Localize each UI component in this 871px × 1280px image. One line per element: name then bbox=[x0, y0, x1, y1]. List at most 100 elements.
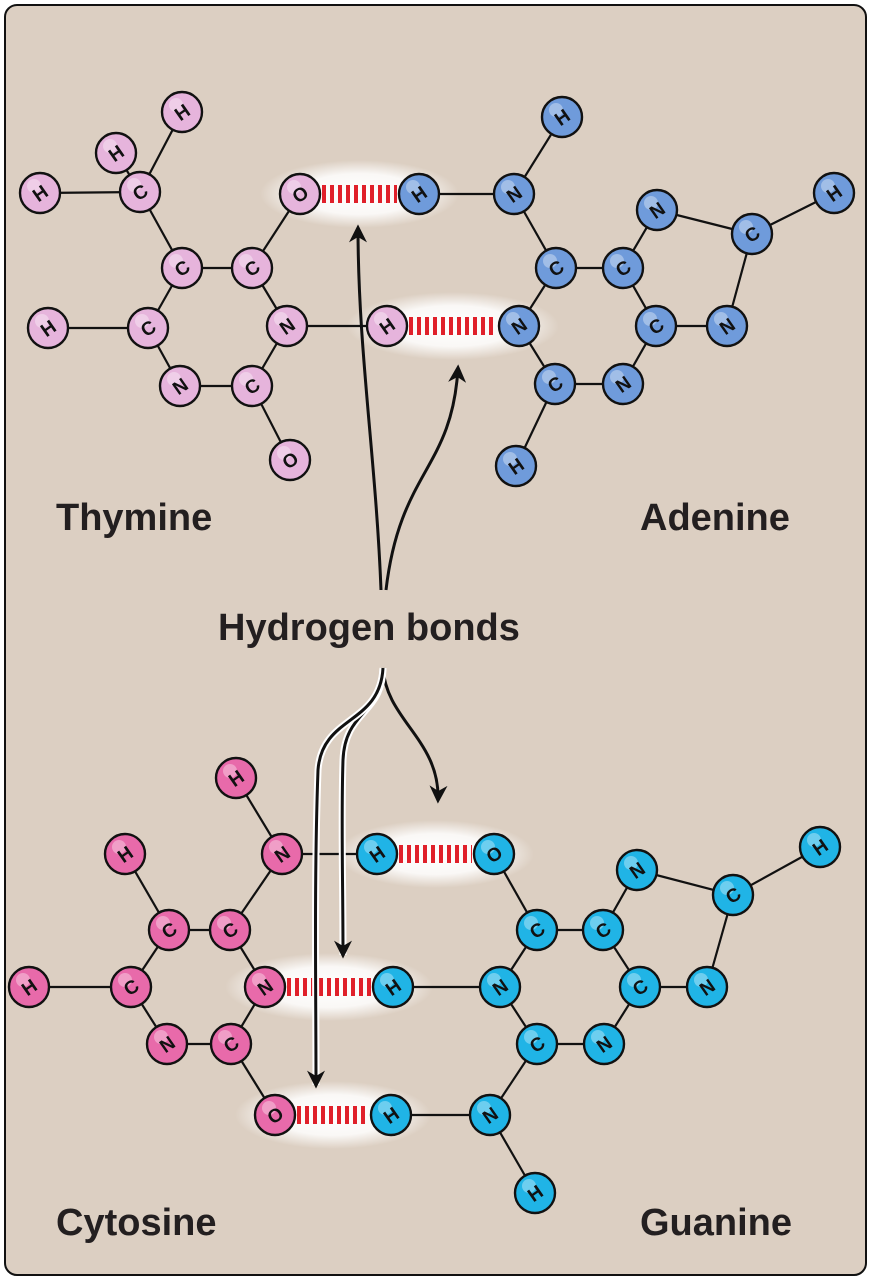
cytosine-label: Cytosine bbox=[56, 1202, 217, 1244]
atom-o: O bbox=[278, 172, 322, 216]
atom-circle bbox=[118, 170, 162, 214]
atom-highlight bbox=[503, 452, 517, 466]
atom-circle bbox=[214, 756, 258, 800]
atom-circle bbox=[158, 364, 202, 408]
atom-c: C bbox=[230, 246, 274, 290]
atom-circle bbox=[618, 965, 662, 1009]
atom-circle bbox=[278, 172, 322, 216]
atom-circle bbox=[260, 832, 304, 876]
atom-highlight bbox=[364, 840, 378, 854]
atom-highlight bbox=[610, 370, 624, 384]
atom-highlight bbox=[487, 973, 501, 987]
atom-circle bbox=[468, 1093, 512, 1137]
atom-o: O bbox=[253, 1093, 297, 1137]
atom-h: H bbox=[812, 171, 856, 215]
atom-n: N bbox=[497, 304, 541, 348]
atom-circle bbox=[18, 171, 62, 215]
atom-c: C bbox=[230, 364, 274, 408]
atom-h: H bbox=[94, 131, 138, 175]
atom-highlight bbox=[590, 916, 604, 930]
atom-highlight bbox=[591, 1030, 605, 1044]
atom-highlight bbox=[252, 973, 266, 987]
atom-circle bbox=[497, 304, 541, 348]
atom-highlight bbox=[543, 254, 557, 268]
hydrogen-bond-arrows bbox=[306, 224, 467, 1089]
atom-highlight bbox=[739, 220, 753, 234]
atom-circle bbox=[147, 908, 191, 952]
atom-circle bbox=[515, 908, 559, 952]
atom-h: H bbox=[7, 965, 51, 1009]
atom-highlight bbox=[506, 312, 520, 326]
atom-circle bbox=[582, 1022, 626, 1066]
atom-h: H bbox=[26, 306, 70, 350]
atom-c: C bbox=[711, 873, 755, 917]
atom-highlight bbox=[610, 254, 624, 268]
atom-n: N bbox=[145, 1022, 189, 1066]
atom-circle bbox=[515, 1022, 559, 1066]
atom-c: C bbox=[534, 246, 578, 290]
atom-circle bbox=[103, 832, 147, 876]
atom-n: N bbox=[478, 965, 522, 1009]
atom-circle bbox=[472, 832, 516, 876]
atom-highlight bbox=[406, 180, 420, 194]
adenine-label: Adenine bbox=[640, 497, 790, 539]
atom-n: N bbox=[468, 1093, 512, 1137]
atom-highlight bbox=[374, 312, 388, 326]
atom-circle bbox=[230, 364, 274, 408]
atom-circle bbox=[540, 95, 584, 139]
atom-circle bbox=[145, 1022, 189, 1066]
atom-highlight bbox=[218, 1030, 232, 1044]
atom-n: N bbox=[705, 304, 749, 348]
atom-highlight bbox=[524, 1030, 538, 1044]
atom-highlight bbox=[35, 314, 49, 328]
atom-c: C bbox=[147, 908, 191, 952]
atom-highlight bbox=[239, 372, 253, 386]
atom-highlight bbox=[269, 840, 283, 854]
hydrogen-bond-dashes bbox=[287, 185, 497, 1124]
atom-circle bbox=[26, 306, 70, 350]
atom-highlight bbox=[169, 254, 183, 268]
thymine-label: Thymine bbox=[56, 497, 213, 539]
atom-circle bbox=[253, 1093, 297, 1137]
atom-h: H bbox=[160, 90, 204, 134]
atom-circle bbox=[533, 362, 577, 406]
atom-circle bbox=[615, 848, 659, 892]
atom-n: N bbox=[582, 1022, 626, 1066]
atom-n: N bbox=[685, 965, 729, 1009]
atom-n: N bbox=[243, 965, 287, 1009]
atom-c: C bbox=[109, 965, 153, 1009]
atom-circle bbox=[160, 90, 204, 134]
hydrogen-bonds-label: Hydrogen bonds bbox=[218, 607, 520, 649]
atom-c: C bbox=[618, 965, 662, 1009]
atom-highlight bbox=[274, 312, 288, 326]
atom-highlight bbox=[524, 916, 538, 930]
atom-highlight bbox=[154, 1030, 168, 1044]
atom-highlight bbox=[501, 180, 515, 194]
atom-highlight bbox=[477, 1101, 491, 1115]
atom-circle bbox=[634, 304, 678, 348]
atom-c: C bbox=[515, 908, 559, 952]
atom-circle bbox=[94, 131, 138, 175]
atom-c: C bbox=[160, 246, 204, 290]
atom-highlight bbox=[287, 180, 301, 194]
atom-circle bbox=[730, 212, 774, 256]
atom-highlight bbox=[169, 98, 183, 112]
atom-highlight bbox=[821, 179, 835, 193]
atom-n: N bbox=[265, 304, 309, 348]
atom-h: H bbox=[103, 832, 147, 876]
atom-c: C bbox=[634, 304, 678, 348]
atom-h: H bbox=[18, 171, 62, 215]
atom-highlight bbox=[156, 916, 170, 930]
atom-highlight bbox=[644, 196, 658, 210]
atom-n: N bbox=[601, 362, 645, 406]
atom-circle bbox=[265, 304, 309, 348]
atom-circle bbox=[268, 438, 312, 482]
atom-circle bbox=[397, 172, 441, 216]
atom-highlight bbox=[714, 312, 728, 326]
atom-c: C bbox=[730, 212, 774, 256]
atom-c: C bbox=[126, 306, 170, 350]
atom-circle bbox=[243, 965, 287, 1009]
atom-highlight bbox=[16, 973, 30, 987]
atom-highlight bbox=[103, 139, 117, 153]
